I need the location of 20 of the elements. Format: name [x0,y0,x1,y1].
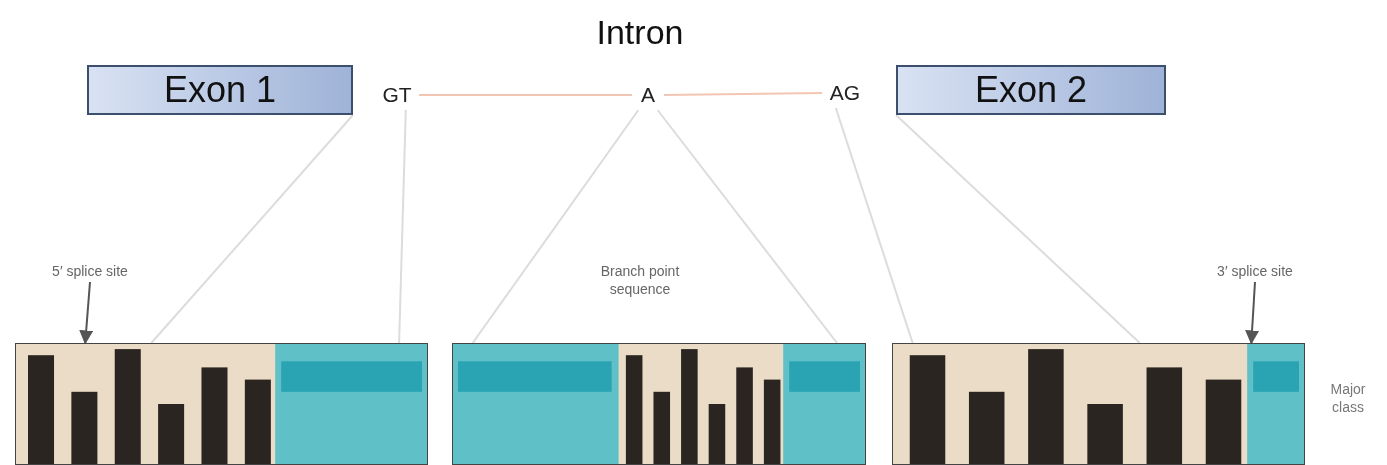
annotation-label: Major class [1329,380,1367,416]
sequence-label: 5′ splice site [20,260,160,282]
connector-line [834,107,914,344]
connector-line [398,109,407,344]
arrow [79,281,94,345]
connector-line [663,92,823,96]
exon-box: Exon 1 [87,65,353,115]
exon-box: Exon 2 [896,65,1166,115]
connector-line [150,114,354,344]
title: Intron [595,12,685,52]
connector-line [656,109,838,344]
connector-line [418,94,633,96]
connector-line [895,114,1141,344]
sequence-label: AG [822,78,868,108]
connector-line [471,109,640,344]
sequence-label: GT [375,80,419,110]
annotation-label: Branch point sequence [599,262,681,298]
arrow [1245,281,1260,345]
sequence-label: 3′ splice site [1185,260,1325,282]
sequence-label: A [632,80,664,110]
